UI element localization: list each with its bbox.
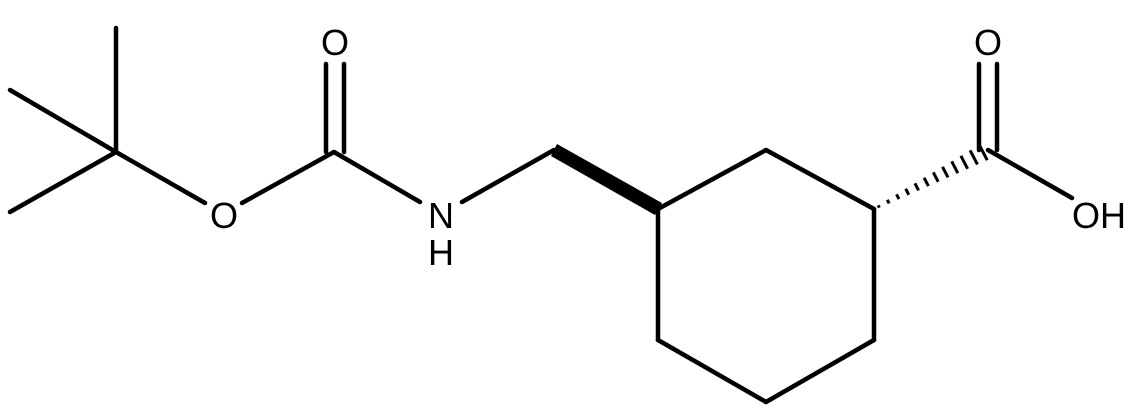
hash-line [968,149,979,166]
hash-line [895,193,901,200]
bond-tbu-methyl-left-lower [7,149,119,215]
hash-line [959,155,969,170]
boc-carbamate [239,61,557,206]
hash-line [950,160,960,174]
ring-bond-4 [763,337,877,405]
cyclohexane-ring [655,147,877,405]
bond-tbu-to-oxygen [113,149,208,206]
bond-carbonyl-to-nitrogen [331,149,423,205]
tert-butyl-group [7,25,208,215]
bond-tbu-methyl-left-upper [7,87,119,155]
hash-line [941,166,950,179]
atom-oxygen-acid-carbonyl: O [974,22,1002,63]
hash-line [885,199,891,205]
atom-hydroxyl: OH [1072,195,1126,236]
hash-line [922,177,930,187]
atom-hydrogen-amine: H [428,232,454,273]
hash-line [876,204,881,209]
bond-acid-to-hydroxyl [985,147,1075,201]
ring-bond-2 [763,147,877,212]
atom-nitrogen-amine: N [428,195,454,236]
bond-oxygen-to-carbonyl [239,149,337,206]
hash-line [913,182,920,192]
carboxylic-acid-group [976,61,1075,201]
atom-oxygen-boc-carbonyl: O [321,22,349,63]
bond-nitrogen-to-methylene [459,147,557,205]
wedge-bond-stereo [551,144,662,215]
hash-line [931,171,940,183]
ring-bond-1 [655,147,769,212]
ring-bond-5 [655,337,769,405]
hashed-wedge-bond-stereo [876,144,989,209]
atom-oxygen-ester: O [210,195,238,236]
hash-line [904,188,911,196]
